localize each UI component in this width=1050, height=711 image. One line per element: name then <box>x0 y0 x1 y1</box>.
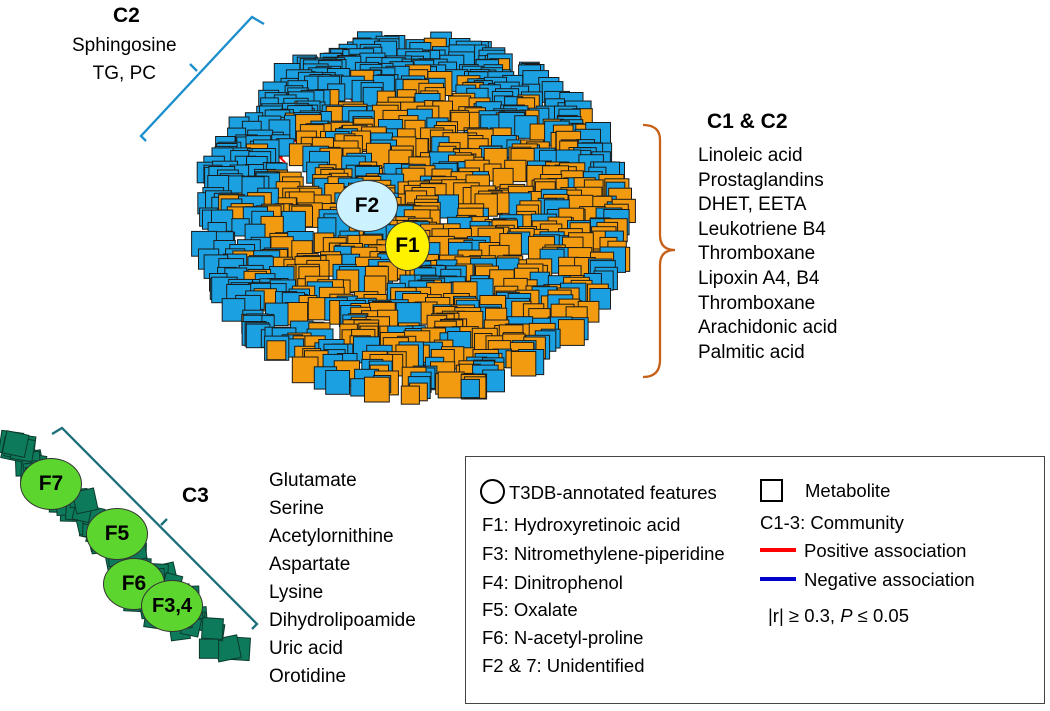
c1-metabolite-node <box>364 376 390 403</box>
circle-icon <box>480 479 505 504</box>
c1-c2-metabolite-cluster <box>191 31 636 405</box>
c2-metabolite-node <box>325 370 351 395</box>
legend-positive-label: Positive association <box>804 540 967 561</box>
legend-circle-label: T3DB-annotated features <box>509 482 717 503</box>
feature-node-f5: F5 <box>86 508 148 560</box>
threshold-p: P <box>840 605 853 626</box>
c1-c2-item: Thromboxane <box>698 243 816 265</box>
feature-node-f1: F1 <box>385 221 430 271</box>
c1-metabolite-node <box>400 385 420 405</box>
c1-metabolite-node <box>510 351 537 377</box>
c1-c2-item: Prostaglandins <box>698 169 824 191</box>
c3-item: Glutamate <box>269 470 357 491</box>
c1-c2-metabolite-list: Linoleic acid Prostaglandins DHET, EETA … <box>698 144 837 365</box>
c2-metabolite-node <box>460 378 480 399</box>
feature-node-f3-4: F3,4 <box>141 580 203 632</box>
legend-metabolite-shape: Metabolite <box>760 479 890 502</box>
c2-metabolite-list: Sphingosine TG, PC <box>72 32 177 88</box>
c3-item: Orotidine <box>269 666 347 687</box>
c3-metabolite-node <box>1 430 30 458</box>
negative-line-icon <box>760 577 796 581</box>
c1-c2-bracket <box>642 123 676 379</box>
c1-c2-item: Arachidonic acid <box>698 317 838 339</box>
legend-threshold: |r| ≥ 0.3, P ≤ 0.05 <box>768 605 909 627</box>
threshold-r: |r| ≥ 0.3, <box>768 605 841 626</box>
c1-c2-item: Leukotriene B4 <box>698 218 826 240</box>
c1-c2-item: DHET, EETA <box>698 194 807 216</box>
legend-negative-label: Negative association <box>804 569 975 590</box>
positive-line-icon <box>760 548 796 552</box>
feature-node-f7: F7 <box>20 458 82 510</box>
square-icon <box>760 479 783 502</box>
c3-metabolite-list: Glutamate Serine Acetylornithine Asparta… <box>269 467 416 691</box>
c3-item: Dihydrolipoamide <box>269 610 416 631</box>
c1-c2-title: C1 & C2 <box>707 110 788 133</box>
c3-bracket <box>51 426 259 630</box>
c2-item: TG, PC <box>92 63 156 84</box>
c1-c2-item: Linoleic acid <box>698 145 803 166</box>
c2-bracket <box>139 15 265 142</box>
legend-feature-item: F6: N-acetyl-proline <box>482 627 644 648</box>
c3-item: Uric acid <box>269 638 343 659</box>
c1-c2-item: Lipoxin A4, B4 <box>698 267 820 289</box>
positive-edge <box>278 155 286 164</box>
legend-positive: Positive association <box>760 540 966 562</box>
threshold-p-value: ≤ 0.05 <box>852 605 909 626</box>
legend-square-label: Metabolite <box>805 480 891 501</box>
legend-community: C1-3: Community <box>760 512 904 533</box>
c1-c2-item: Thromboxane <box>698 292 816 314</box>
c2-item: Sphingosine <box>72 35 177 56</box>
legend-box: T3DB-annotated features F1: Hydroxyretin… <box>465 456 1045 704</box>
c1-metabolite-node <box>291 356 319 384</box>
c3-metabolite-node <box>198 638 220 659</box>
c3-item: Aspartate <box>269 554 351 575</box>
legend-feature-shape: T3DB-annotated features <box>480 479 717 504</box>
c3-metabolite-node <box>201 617 224 640</box>
c1-metabolite-node <box>437 371 465 399</box>
legend-feature-item: F5: Oxalate <box>482 599 578 620</box>
c1-metabolite-node <box>266 340 287 361</box>
legend-feature-item: F3: Nitromethylene-piperidine <box>482 543 725 564</box>
c3-item: Acetylornithine <box>269 526 394 547</box>
feature-node-f2: F2 <box>336 180 398 232</box>
legend-negative: Negative association <box>760 569 975 591</box>
c2-title: C2 <box>113 4 140 27</box>
c3-item: Lysine <box>269 582 324 603</box>
legend-feature-item: F2 & 7: Unidentified <box>482 655 645 676</box>
c1-metabolite-node <box>558 319 585 346</box>
legend-feature-item: F1: Hydroxyretinoic acid <box>482 514 681 535</box>
c1-c2-item: Palmitic acid <box>698 341 805 363</box>
legend-feature-item: F4: Dinitrophenol <box>482 572 623 593</box>
c3-title: C3 <box>182 484 209 507</box>
c3-item: Serine <box>269 498 324 519</box>
